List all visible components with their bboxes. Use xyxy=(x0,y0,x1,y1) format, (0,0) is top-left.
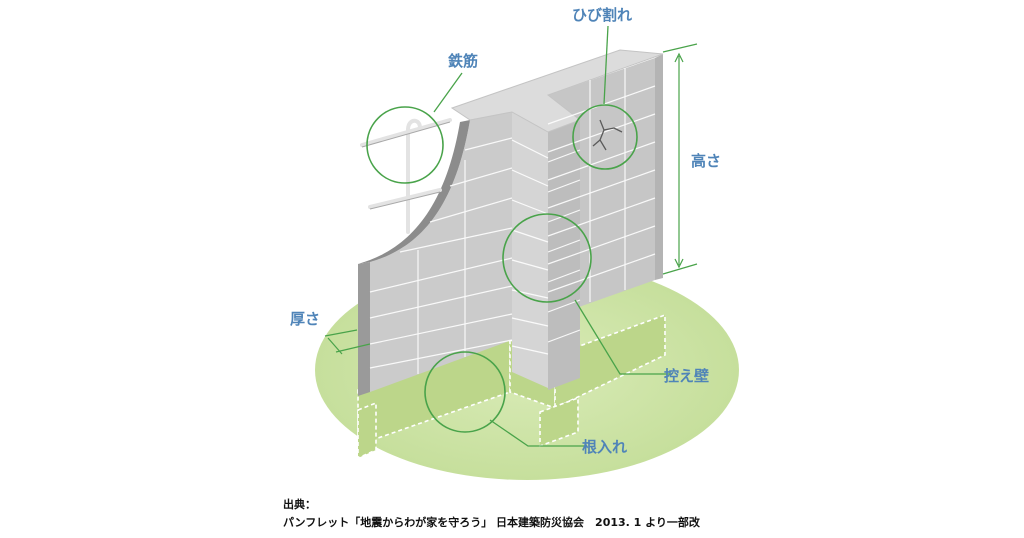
thickness-label: 厚さ xyxy=(290,310,321,328)
buttress-side xyxy=(512,112,548,388)
wall-left-edge xyxy=(358,262,370,396)
footing-callout-circle xyxy=(424,351,506,433)
height-dimension xyxy=(662,43,698,275)
crack-callout-circle xyxy=(572,104,638,170)
rebar-leader-line xyxy=(433,72,463,113)
crack-leader-line xyxy=(603,25,609,105)
buttress-front xyxy=(548,120,580,390)
callout-circles xyxy=(366,104,638,433)
crack-label: ひび割れ xyxy=(572,6,633,24)
rebar-label: 鉄筋 xyxy=(448,52,479,70)
crack-mark xyxy=(592,119,623,151)
footing-label: 根入れ xyxy=(582,438,628,456)
back-wall-end xyxy=(655,54,663,280)
buttress-leader-line xyxy=(574,299,672,375)
rebar-callout-circle xyxy=(366,106,444,184)
rebar xyxy=(360,118,452,234)
wall-top xyxy=(450,49,664,133)
buttress-label: 控え壁 xyxy=(664,367,710,385)
wall-cut-section xyxy=(358,120,470,264)
height-label: 高さ xyxy=(691,152,722,170)
leader-lines xyxy=(433,25,672,447)
thickness-dimension xyxy=(324,329,371,355)
source-citation: パンフレット「地震からわが家を守ろう」 日本建築防災協会 2013. 1 より一… xyxy=(283,516,700,529)
footing-leader-line xyxy=(489,419,584,447)
buttress-callout-circle xyxy=(502,213,592,303)
source-heading: 出典： xyxy=(283,498,316,511)
